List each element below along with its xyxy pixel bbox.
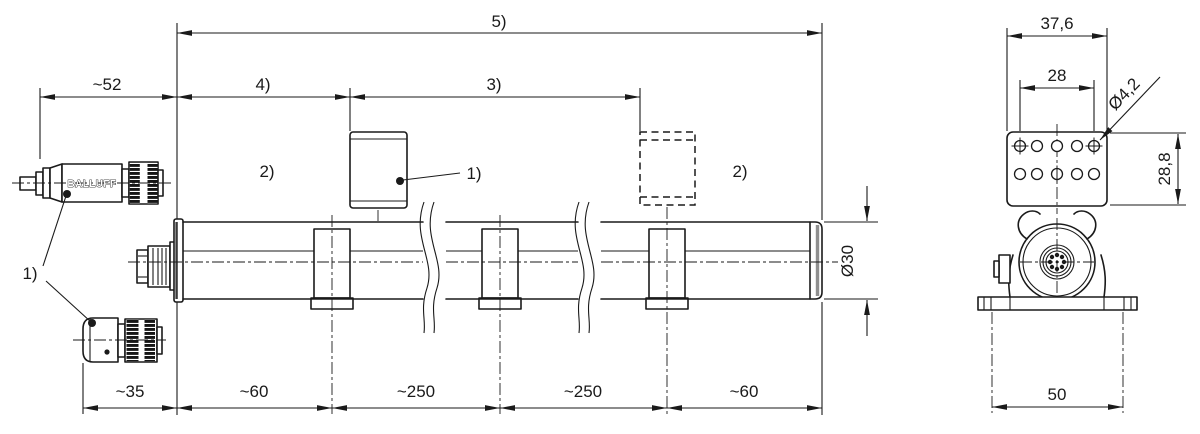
dim-label-measuring-range: 3) [486,75,501,94]
dimension-bottom-chain: ~35 ~60 ~250 ~250 ~60 [83,382,822,411]
dimension-top-total: 5) [177,12,822,36]
dim-label-foot-hole-spacing: 50 [1048,385,1067,404]
tube-connector-stub [136,241,176,291]
mounting-clamps [310,207,689,414]
dim-label-cable-clearance: ~52 [93,75,122,94]
angled-connector [73,317,166,363]
magnet-block-dashed [639,131,696,206]
dim-label-end-left: ~60 [240,382,269,401]
tube-left-cap [173,218,184,303]
dim-label-bracket-width: 37,6 [1040,14,1073,33]
dim-label-tube-diameter: Ø30 [838,245,857,277]
tube-right-cap [809,221,823,300]
sensor-end-view: 50 [977,210,1138,413]
dimension-top-chain: ~52 4) 3) [40,75,640,100]
magnet-callout: 1) [396,164,482,185]
dim-label-hole-spacing: 28 [1048,66,1067,85]
magnet-block [349,131,408,221]
brand-logo: BALLUFF [68,179,117,190]
flange-plate-view: 37,6 28 Ø4,2 28,8 [1006,14,1186,214]
dim-label-bracket-height: 28,8 [1155,152,1174,185]
dim-label-end-right: ~60 [730,382,759,401]
dim-label-total-length: 5) [491,12,506,31]
callout-label-zone-left: 2) [259,162,274,181]
sensor-tube [128,218,838,303]
break-mark-right [574,201,595,334]
callout-label-connectors: 1) [22,264,37,283]
callout-label-zone-right: 2) [732,162,747,181]
dim-label-connector-length: ~35 [116,382,145,401]
connectors-callout: 1) [22,190,96,327]
dimension-tube-diameter: Ø30 [824,186,878,336]
dim-label-hole-diameter: Ø4,2 [1104,74,1143,114]
callout-label-magnet: 1) [466,164,481,183]
dim-label-left-zone: 4) [255,75,270,94]
dim-label-span-1: ~250 [397,382,435,401]
dim-label-span-2: ~250 [564,382,602,401]
straight-connector: BALLUFF [12,161,172,205]
break-mark-left [419,201,440,334]
